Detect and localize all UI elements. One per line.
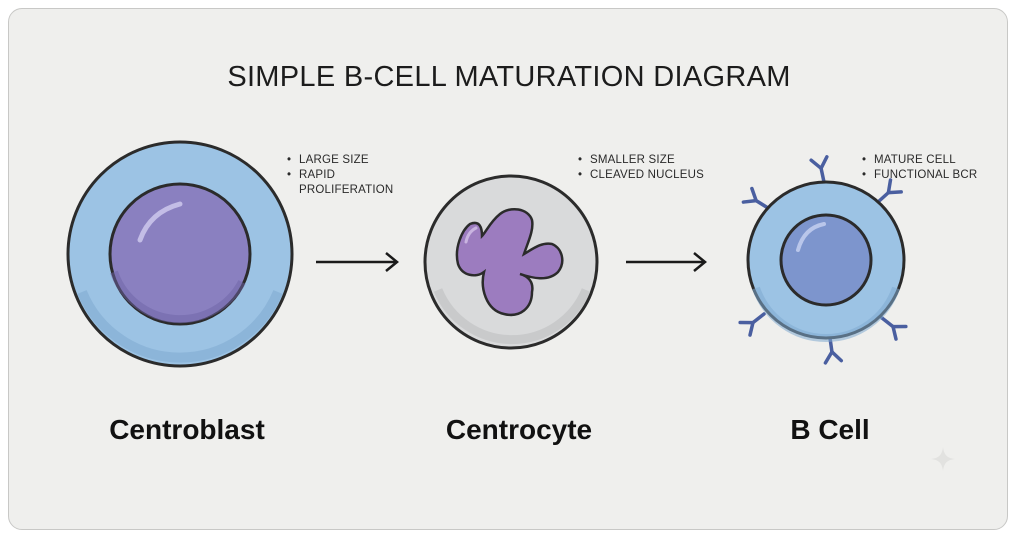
centrocyte-notes: SMALLER SIZE CLEAVED NUCLEUS bbox=[578, 153, 704, 183]
arrow-2 bbox=[626, 252, 707, 272]
note-item: FUNCTIONAL BCR bbox=[862, 168, 977, 183]
centrocyte-label: Centrocyte bbox=[445, 414, 593, 445]
centroblast-nucleus bbox=[108, 182, 252, 326]
b-cell bbox=[738, 155, 908, 365]
diagram-title: SIMPLE B-CELL MATURATION DIAGRAM bbox=[227, 61, 791, 93]
centrocyte-nucleus bbox=[455, 207, 564, 317]
bcr-receptors bbox=[738, 155, 908, 365]
b-cell-notes: MATURE CELL FUNCTIONAL BCR bbox=[862, 153, 977, 183]
b-cell-nucleus bbox=[779, 213, 873, 307]
note-item: RAPID PROLIFERATION bbox=[287, 168, 409, 198]
centroblast-cell bbox=[66, 140, 294, 368]
arrow-1 bbox=[316, 252, 399, 272]
b-cell-label: B Cell bbox=[790, 414, 870, 445]
note-item: CLEAVED NUCLEUS bbox=[578, 168, 704, 183]
note-item: MATURE CELL bbox=[862, 153, 977, 168]
note-item: LARGE SIZE bbox=[287, 153, 409, 168]
note-item: SMALLER SIZE bbox=[578, 153, 704, 168]
sparkle-icon bbox=[931, 447, 955, 471]
centrocyte-cell bbox=[423, 174, 599, 350]
maturation-diagram bbox=[66, 140, 908, 368]
centroblast-notes: LARGE SIZE RAPID PROLIFERATION bbox=[287, 153, 409, 198]
centroblast-label: Centroblast bbox=[109, 414, 265, 445]
